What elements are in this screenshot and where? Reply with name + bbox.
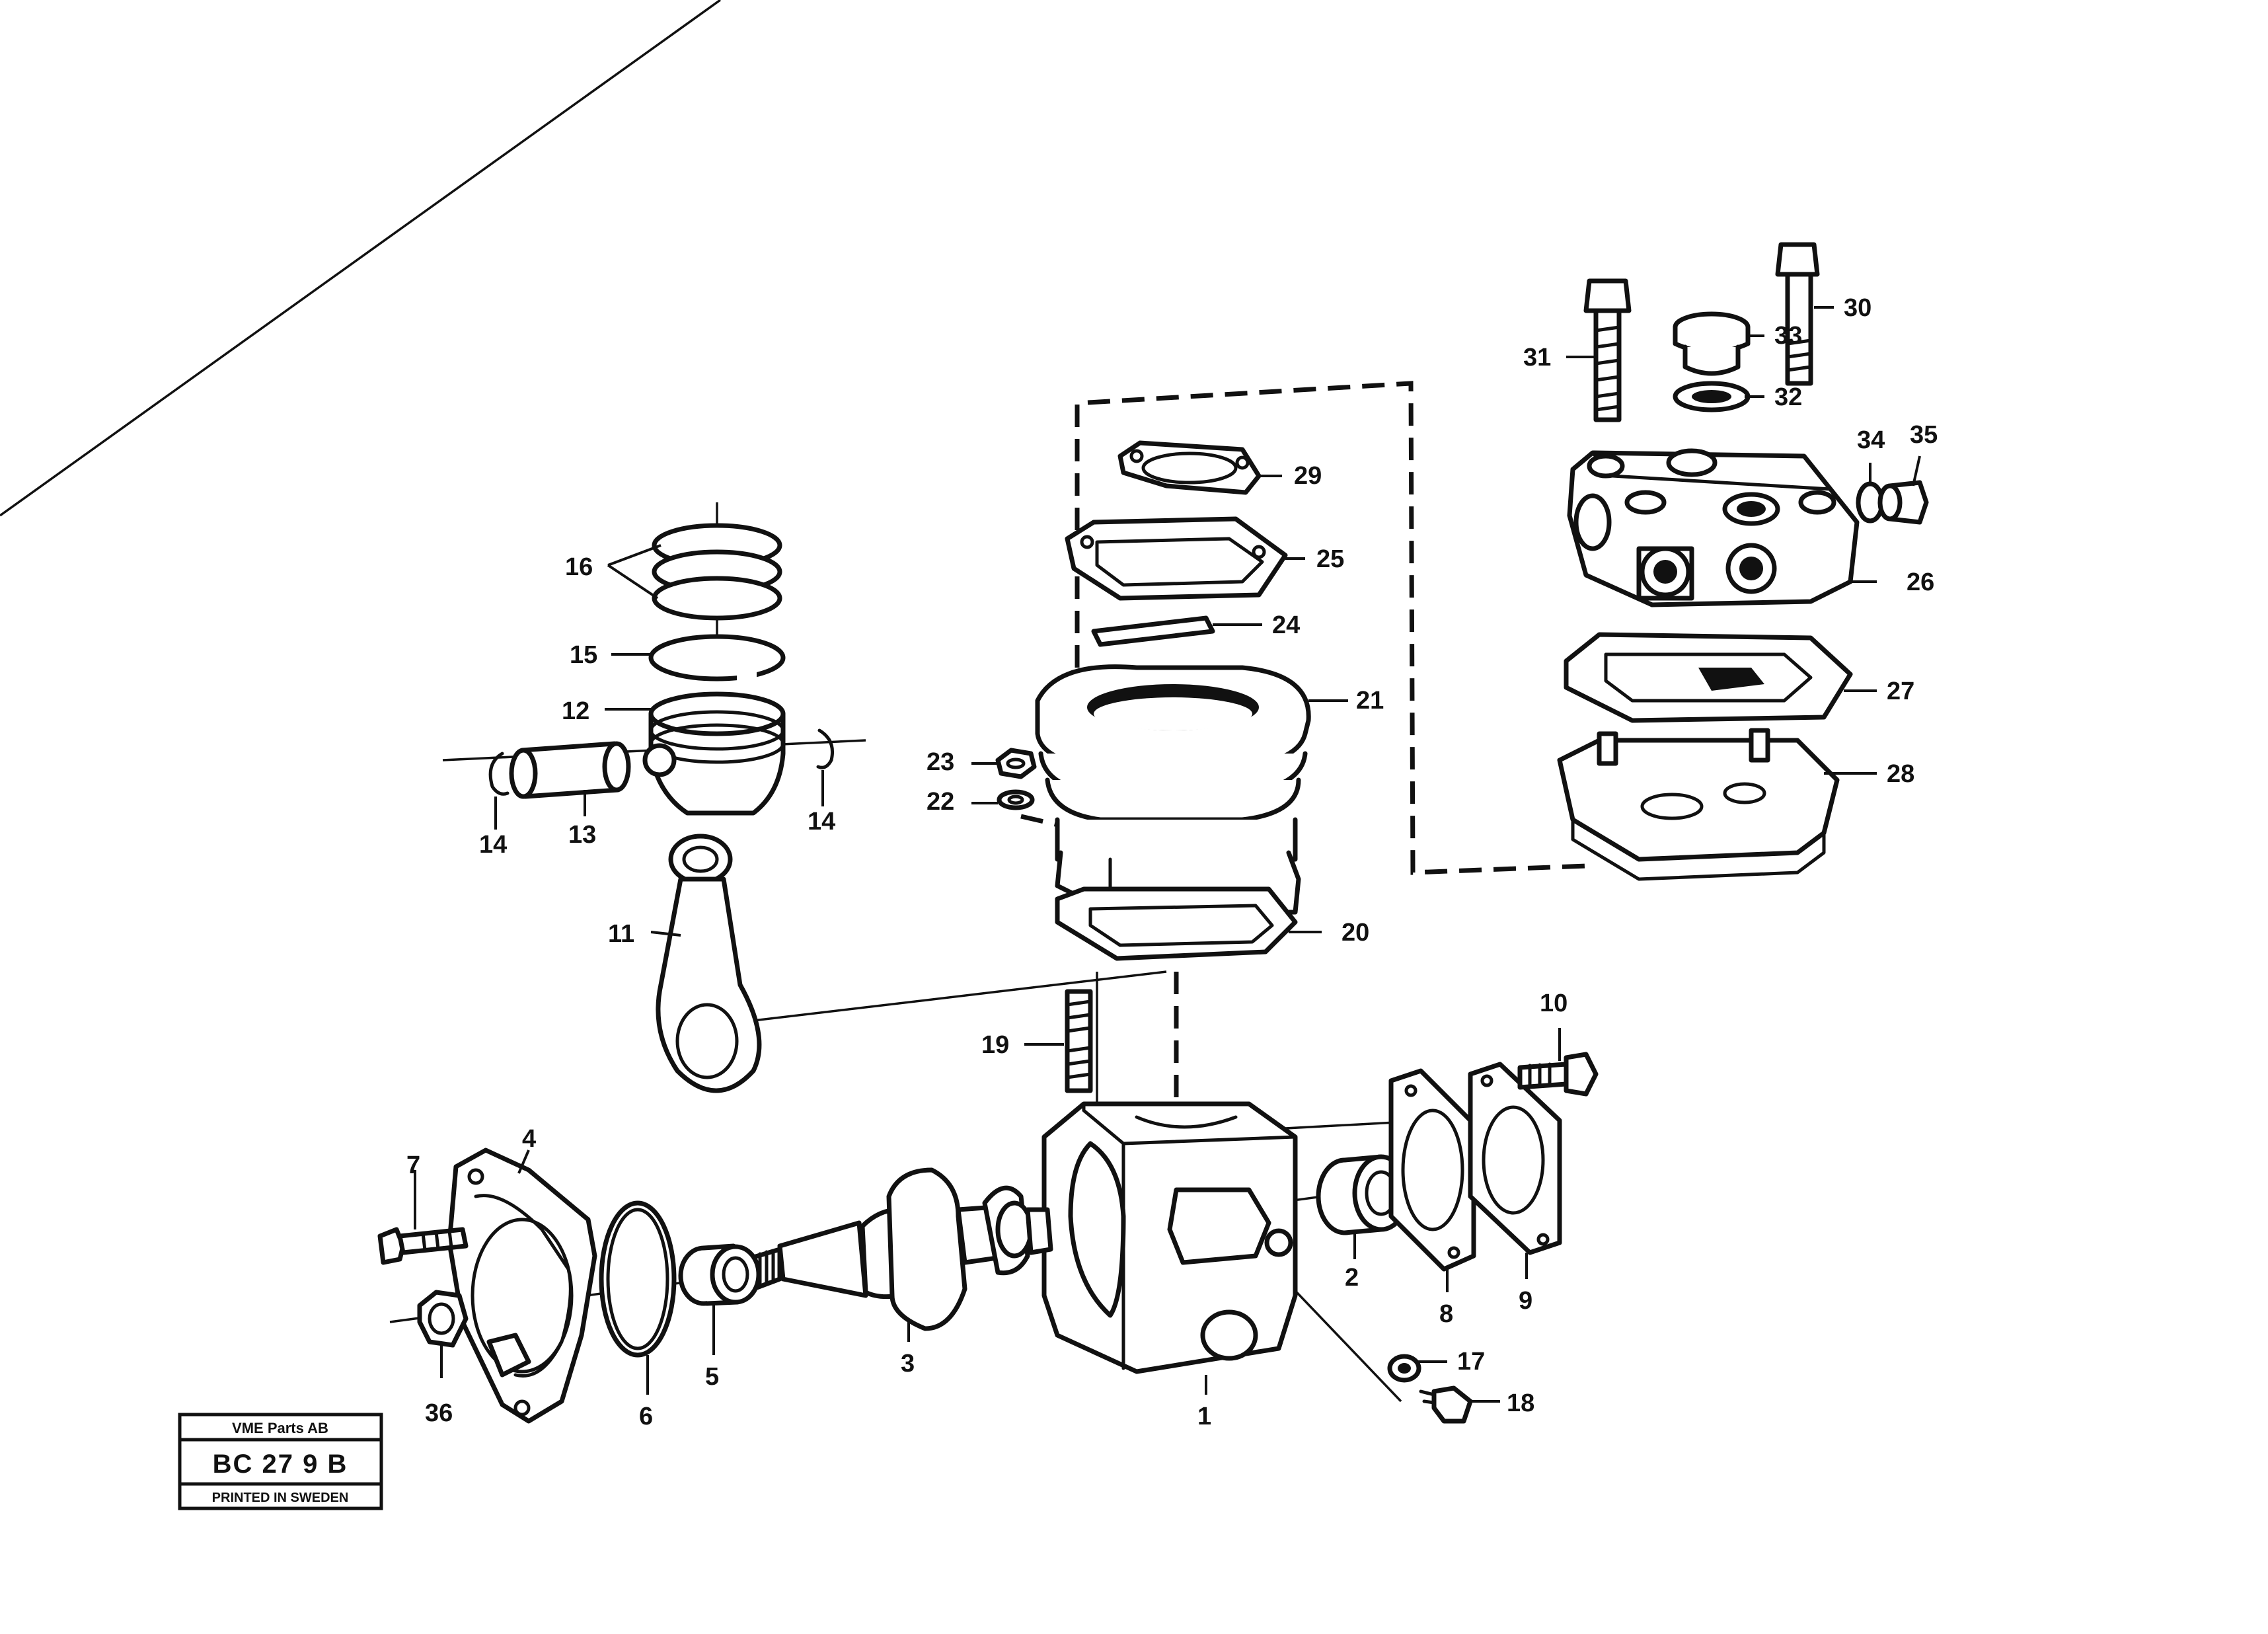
callout-13: 13 bbox=[568, 821, 596, 849]
connecting-rod-11[interactable] bbox=[656, 834, 762, 1093]
callout-1: 1 bbox=[1197, 1403, 1211, 1430]
gasket-25[interactable] bbox=[1065, 516, 1288, 601]
piston-rings-16[interactable] bbox=[652, 523, 782, 621]
washer-17[interactable] bbox=[1387, 1354, 1421, 1383]
bolt-31[interactable] bbox=[1583, 278, 1632, 422]
o-ring-6[interactable] bbox=[599, 1200, 677, 1358]
callout-8: 8 bbox=[1439, 1300, 1453, 1328]
circlip-14-right[interactable] bbox=[816, 728, 834, 769]
callout-14-left: 14 bbox=[479, 831, 507, 859]
cylinder-head-26[interactable] bbox=[1567, 448, 1860, 607]
callout-32: 32 bbox=[1774, 383, 1802, 411]
valve-plate-28[interactable] bbox=[1557, 728, 1840, 881]
gasket-20[interactable] bbox=[1055, 886, 1298, 961]
callout-16: 16 bbox=[565, 553, 593, 581]
callout-7: 7 bbox=[406, 1151, 420, 1179]
callout-labels: 1 2 3 4 5 6 7 8 9 10 11 12 13 14 14 15 1… bbox=[406, 294, 1938, 1430]
cylinder-21[interactable] bbox=[1035, 664, 1311, 915]
gasket-27[interactable] bbox=[1564, 632, 1853, 723]
piston-12[interactable] bbox=[642, 691, 786, 816]
crankshaft-3[interactable] bbox=[744, 1167, 1053, 1331]
end-cover-4[interactable] bbox=[447, 1148, 597, 1424]
callout-5: 5 bbox=[705, 1363, 719, 1391]
gasket-8[interactable] bbox=[1388, 1068, 1476, 1272]
callout-10: 10 bbox=[1540, 990, 1568, 1017]
stud-19[interactable] bbox=[1065, 989, 1093, 1093]
callout-23: 23 bbox=[926, 748, 954, 776]
circlip-14-left[interactable] bbox=[488, 752, 510, 796]
callout-19: 19 bbox=[981, 1031, 1009, 1059]
callout-25: 25 bbox=[1316, 545, 1344, 573]
callout-2: 2 bbox=[1345, 1264, 1359, 1292]
callout-9: 9 bbox=[1519, 1287, 1532, 1315]
bolt-10[interactable] bbox=[1517, 1052, 1599, 1097]
callout-33: 33 bbox=[1774, 322, 1802, 350]
washer-22[interactable] bbox=[997, 789, 1035, 810]
callout-26: 26 bbox=[1907, 568, 1934, 596]
callout-35: 35 bbox=[1910, 421, 1938, 449]
nut-23[interactable] bbox=[995, 748, 1037, 779]
gasket-29[interactable] bbox=[1117, 440, 1262, 495]
plug-33[interactable] bbox=[1673, 311, 1751, 376]
callout-24: 24 bbox=[1272, 611, 1300, 639]
callout-18: 18 bbox=[1507, 1389, 1534, 1417]
screw-7[interactable] bbox=[377, 1227, 469, 1265]
plug-35[interactable] bbox=[1877, 480, 1929, 525]
callout-4: 4 bbox=[522, 1125, 536, 1153]
plug-18[interactable] bbox=[1419, 1385, 1473, 1424]
callout-31: 31 bbox=[1523, 344, 1551, 371]
callout-21: 21 bbox=[1356, 687, 1384, 715]
callout-15: 15 bbox=[570, 641, 597, 669]
stamp-printed: PRINTED IN SWEDEN bbox=[212, 1491, 349, 1505]
print-stamp: VME Parts AB BC 27 9 B PRINTED IN SWEDEN bbox=[178, 1413, 383, 1510]
callout-30: 30 bbox=[1844, 294, 1871, 322]
leader-lines bbox=[414, 306, 1921, 1403]
callout-11: 11 bbox=[608, 920, 634, 948]
nut-36[interactable] bbox=[417, 1290, 469, 1348]
cover-9[interactable] bbox=[1468, 1062, 1562, 1255]
washer-32[interactable] bbox=[1673, 381, 1751, 412]
stamp-company: VME Parts AB bbox=[232, 1420, 328, 1436]
bearing-5[interactable] bbox=[678, 1243, 761, 1306]
bolt-30[interactable] bbox=[1775, 242, 1820, 386]
gudgeon-pin-13[interactable] bbox=[509, 741, 631, 799]
callout-28: 28 bbox=[1887, 760, 1914, 788]
callout-20: 20 bbox=[1342, 919, 1369, 947]
piston-ring-15[interactable] bbox=[648, 634, 786, 684]
callout-3: 3 bbox=[901, 1350, 915, 1378]
plate-24[interactable] bbox=[1091, 615, 1215, 647]
stamp-code: BC 27 9 B bbox=[213, 1450, 348, 1479]
callout-6: 6 bbox=[639, 1403, 653, 1430]
callout-12: 12 bbox=[562, 697, 589, 725]
callout-34: 34 bbox=[1857, 426, 1885, 454]
callout-14-right: 14 bbox=[808, 808, 835, 836]
callout-27: 27 bbox=[1887, 678, 1914, 705]
callout-17: 17 bbox=[1457, 1348, 1485, 1376]
callout-29: 29 bbox=[1294, 462, 1322, 490]
callout-36: 36 bbox=[425, 1399, 453, 1427]
crankcase-1[interactable] bbox=[1041, 1101, 1298, 1374]
callout-22: 22 bbox=[926, 788, 954, 816]
